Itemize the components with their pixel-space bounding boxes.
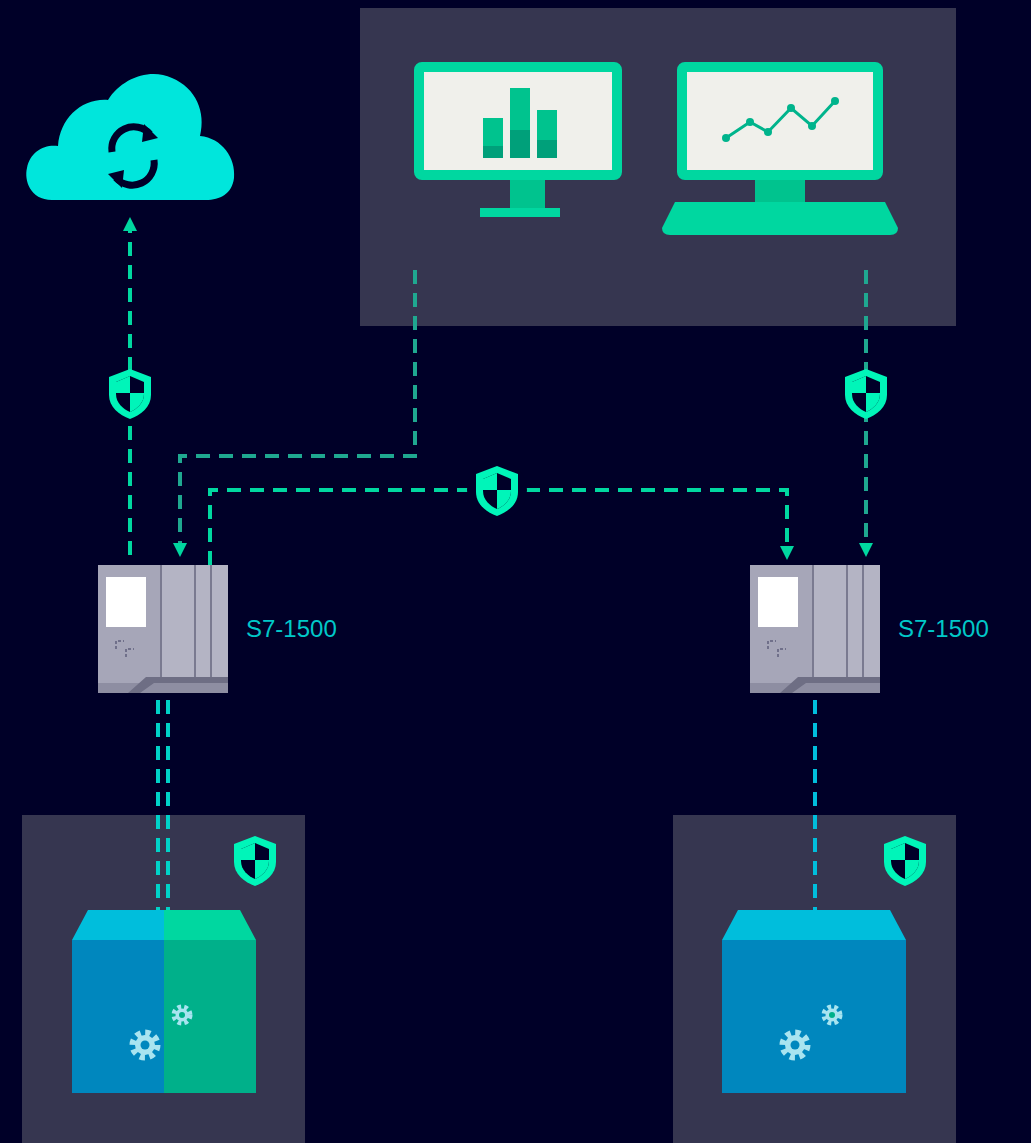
security-shield — [467, 460, 527, 520]
secure-connection — [210, 490, 787, 565]
device-label: S7-1500 — [898, 615, 989, 644]
security-shield — [109, 369, 151, 419]
plc-icon — [98, 565, 228, 693]
plc-node: S7-1500 — [750, 565, 989, 693]
plc-icon — [750, 565, 880, 693]
plc-node: S7-1500 — [98, 565, 337, 693]
machine-panel — [22, 815, 305, 1143]
machine-box — [722, 910, 906, 1093]
fieldbus-line — [158, 700, 815, 915]
security-shield — [234, 836, 276, 886]
machine-box — [72, 910, 256, 1093]
dashed-link — [130, 224, 866, 555]
device-label: S7-1500 — [246, 615, 337, 644]
laptop-line-chart — [662, 67, 898, 235]
security-shield — [845, 369, 887, 419]
cloud-icon — [26, 74, 234, 200]
monitor-bar-chart — [419, 67, 617, 217]
security-shield — [884, 836, 926, 886]
